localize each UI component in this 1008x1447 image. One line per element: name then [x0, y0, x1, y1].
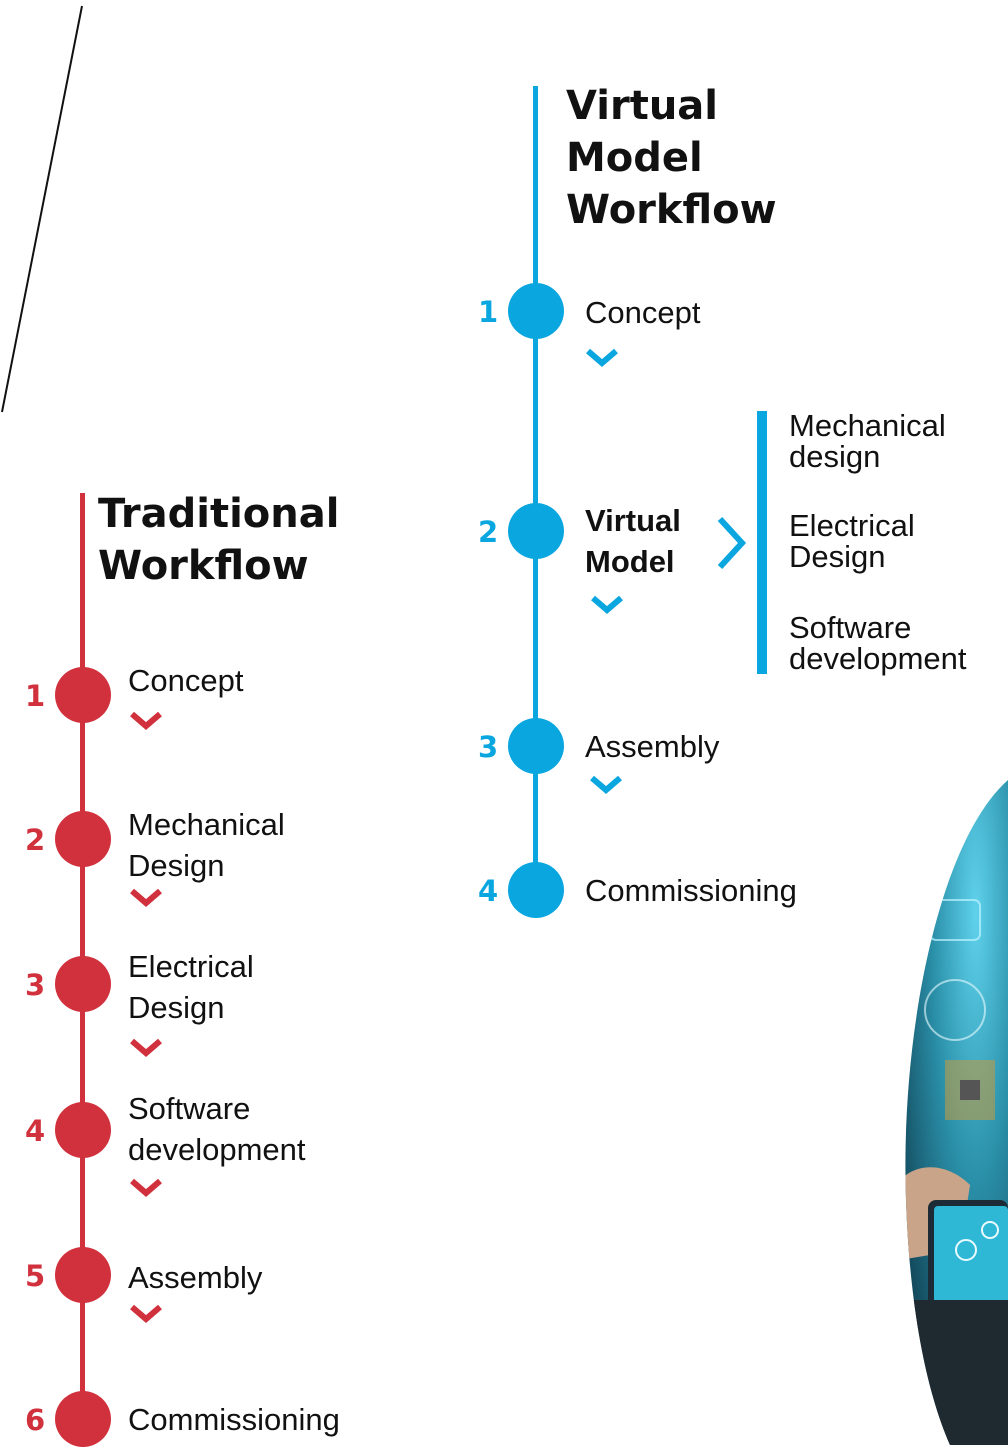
step-dot [508, 718, 564, 774]
chevron-down-icon [130, 888, 162, 907]
step-label: Software development [128, 1088, 306, 1170]
sub-step-line: Electrical [789, 508, 915, 543]
step-label: Assembly [128, 1260, 263, 1295]
step-dot [55, 1102, 111, 1158]
step-label-line: Mechanical [128, 807, 285, 842]
decorative-diagonal-line [1, 5, 83, 413]
step-dot [55, 811, 111, 867]
sub-step-line: Mechanical [789, 408, 946, 443]
step-label-line: Software [128, 1091, 251, 1126]
step-number: 2 [25, 823, 46, 857]
step-dot [508, 283, 564, 339]
sub-step: Mechanical design [789, 410, 946, 472]
title-line: Model [566, 135, 703, 181]
step-label: Concept [585, 295, 701, 330]
step-number: 5 [25, 1259, 46, 1293]
sub-step-line: Design [789, 539, 886, 574]
chevron-down-icon [591, 595, 623, 614]
step-dot [55, 667, 111, 723]
step-dot [508, 503, 564, 559]
virtual-workflow-title: Virtual Model Workflow [566, 80, 777, 236]
step-number: 2 [478, 515, 499, 549]
chevron-down-icon [586, 348, 618, 367]
step-number: 6 [25, 1403, 46, 1437]
sub-step-line: development [789, 641, 967, 676]
step-label: Commissioning [128, 1402, 340, 1437]
title-line: Workflow [566, 187, 777, 233]
step-dot [55, 1391, 111, 1447]
step-label-line: Model [585, 544, 675, 579]
sub-step: Software development [789, 612, 967, 674]
title-line: Workflow [98, 543, 309, 589]
step-label: Commissioning [585, 873, 797, 908]
step-label-line: Virtual [585, 503, 681, 538]
traditional-workflow-title: Traditional Workflow [98, 488, 339, 592]
step-label-line: development [128, 1132, 306, 1167]
chevron-down-icon [590, 775, 622, 794]
sub-steps-bracket [757, 411, 767, 674]
step-label: Mechanical Design [128, 804, 285, 886]
step-label: Assembly [585, 729, 720, 764]
chevron-down-icon [130, 1038, 162, 1057]
tablet-hand-photo [905, 780, 1008, 1445]
step-label: Electrical Design [128, 946, 254, 1028]
step-number: 3 [478, 730, 499, 764]
virtual-timeline-line [533, 86, 538, 894]
step-number: 3 [25, 968, 46, 1002]
step-number: 1 [25, 679, 46, 713]
sub-step-line: design [789, 439, 881, 474]
chevron-down-icon [130, 1178, 162, 1197]
step-number: 4 [478, 874, 499, 908]
step-label: Virtual Model [585, 500, 681, 582]
step-label-line: Design [128, 990, 225, 1025]
chevron-down-icon [130, 711, 162, 730]
sub-step: Electrical Design [789, 510, 915, 572]
step-dot [508, 862, 564, 918]
step-label: Concept [128, 663, 244, 698]
step-number: 4 [25, 1114, 46, 1148]
step-number: 1 [478, 295, 499, 329]
step-dot [55, 956, 111, 1012]
chevron-down-icon [130, 1304, 162, 1323]
title-line: Traditional [98, 491, 340, 537]
chevron-right-icon [717, 516, 747, 570]
sub-step-line: Software [789, 610, 912, 645]
step-label-line: Design [128, 848, 225, 883]
step-dot [55, 1247, 111, 1303]
step-label-line: Electrical [128, 949, 254, 984]
title-line: Virtual [566, 83, 718, 129]
